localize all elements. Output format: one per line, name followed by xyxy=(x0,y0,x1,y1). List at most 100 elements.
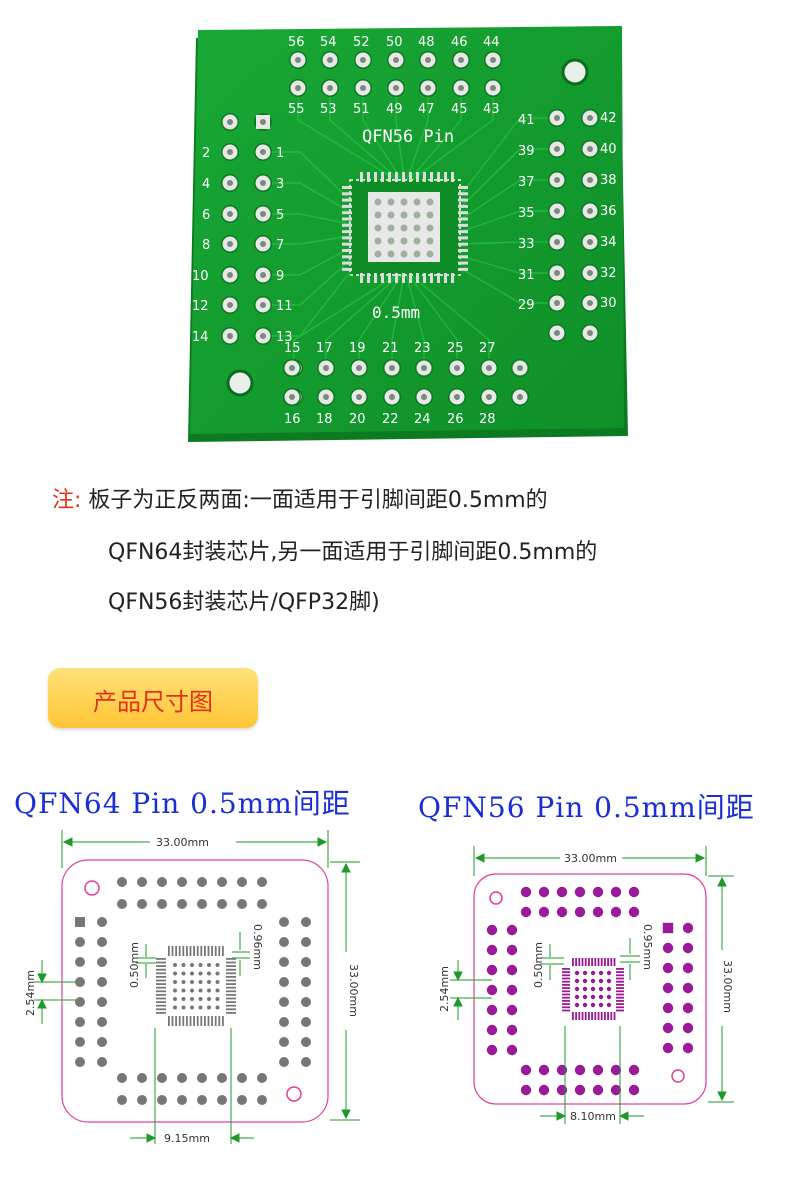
pad-dot xyxy=(486,924,498,936)
pad-dot xyxy=(538,1084,550,1096)
pad-dot xyxy=(177,1095,187,1105)
pad-dot xyxy=(279,1037,289,1047)
pad-dot xyxy=(628,1064,640,1076)
pad-dot xyxy=(301,937,311,947)
note-line-2: QFN64封装芯片,另一面适用于引脚间距0.5mm的 xyxy=(108,540,598,565)
pad-dot xyxy=(556,886,568,898)
pad-dot xyxy=(301,1017,311,1027)
bottom-lower-pin-label: 18 xyxy=(316,412,333,427)
bottom-lower-pin-label: 26 xyxy=(447,412,464,427)
pad-dot xyxy=(610,886,622,898)
pad-dot xyxy=(486,1024,498,1036)
qfn64-corner-hole-2 xyxy=(286,1086,302,1102)
pad-dot xyxy=(592,906,604,918)
pad-dot xyxy=(662,1022,674,1034)
second-pin-label: 51 xyxy=(353,102,370,117)
qfn56-pad-span-dimension xyxy=(540,1026,644,1124)
right-outer-pin-label: 32 xyxy=(600,266,617,281)
pad-dot xyxy=(628,906,640,918)
qfn56-height-label: 33.00mm xyxy=(721,960,734,1013)
pad-dot xyxy=(628,1084,640,1096)
pad-dot xyxy=(574,1064,586,1076)
pad-dot xyxy=(538,906,550,918)
right-inner-pin-label: 35 xyxy=(518,206,535,221)
pad-dot xyxy=(137,1095,147,1105)
right-outer-pin-label: 40 xyxy=(600,142,617,157)
pad-dot xyxy=(592,1084,604,1096)
bottom-upper-pin-label: 19 xyxy=(349,341,366,356)
pad-dot xyxy=(574,906,586,918)
pad-dot xyxy=(556,1084,568,1096)
bottom-upper-pin-label: 25 xyxy=(447,341,464,356)
qfn64-width-dimension xyxy=(61,830,329,868)
qfn56-pad-span-label: 8.10mm xyxy=(570,1110,616,1123)
bottom-lower-pin-label: 20 xyxy=(349,412,366,427)
pad-dot xyxy=(157,899,167,909)
pad-dot xyxy=(662,1002,674,1014)
pad-dot xyxy=(75,977,85,987)
left-outer-pin-label: 10 xyxy=(192,269,209,284)
pad-dot xyxy=(257,899,267,909)
right-outer-pin-label: 38 xyxy=(600,173,617,188)
qfn64-corner-hole-1 xyxy=(84,880,100,896)
right-inner-pin-label: 37 xyxy=(518,175,535,190)
pad-dot xyxy=(75,1037,85,1047)
pad-dot xyxy=(556,1064,568,1076)
second-pin-label: 53 xyxy=(320,102,337,117)
pad-dot xyxy=(217,1095,227,1105)
pad-dot xyxy=(574,1084,586,1096)
bottom-upper-pin-label: 15 xyxy=(284,341,301,356)
pad-dot xyxy=(217,899,227,909)
qfn56-width-dimension xyxy=(473,846,707,876)
pad-dot xyxy=(257,1073,267,1083)
right-outer-pin-label: 30 xyxy=(600,296,617,311)
left-outer-pin-label: 6 xyxy=(202,208,210,223)
pad-dot xyxy=(75,997,85,1007)
pad-dot xyxy=(682,1022,694,1034)
pad-dot xyxy=(486,1044,498,1056)
pad-dot xyxy=(177,877,187,887)
qfn56-pad-width-dimension xyxy=(620,938,640,980)
pad-dot xyxy=(279,997,289,1007)
pitch-label: 0.5mm xyxy=(372,303,420,322)
pad-dot xyxy=(486,1004,498,1016)
qfn56-pin-pitch-dimension xyxy=(540,944,564,980)
qfn56-dimension-diagram: 33.00mm 33.00mm 2.54mm 0.50mm 0.95mm 8.1… xyxy=(438,846,734,1124)
left-outer-pin-label: 8 xyxy=(202,238,210,253)
right-inner-pin-label: 41 xyxy=(518,113,535,128)
pad-dot xyxy=(237,1073,247,1083)
pad-dot xyxy=(301,917,311,927)
pcb-board-photo: 5655545352515049484746454443151617181920… xyxy=(188,26,628,442)
pad-dot xyxy=(301,1037,311,1047)
qfn56-corner-hole-1 xyxy=(489,891,503,905)
qfn56-pin-pitch-label: 0.50mm xyxy=(532,942,545,988)
left-outer-pin-label: 4 xyxy=(202,177,210,192)
chip-footprint xyxy=(342,172,468,283)
top-pin-label: 50 xyxy=(386,35,403,50)
qfn56-outline xyxy=(473,873,707,1105)
pad-dot xyxy=(301,957,311,967)
pad-dot xyxy=(237,1095,247,1105)
pad-dot xyxy=(257,1095,267,1105)
qfn56-corner-hole-2 xyxy=(671,1069,685,1083)
pad-dot xyxy=(197,899,207,909)
pad-dot xyxy=(157,1073,167,1083)
second-pin-label: 45 xyxy=(451,102,468,117)
pad-dot xyxy=(610,1084,622,1096)
pad-dot xyxy=(682,1042,694,1054)
pad-dot xyxy=(662,942,674,954)
dimension-section-label: 产品尺寸图 xyxy=(93,688,213,716)
pad-dot xyxy=(682,982,694,994)
pad-dot xyxy=(97,937,107,947)
qfn64-pin-pitch-label: 0.50mm xyxy=(128,942,141,988)
right-outer-pin-label: 36 xyxy=(600,204,617,219)
pad-dot xyxy=(682,1002,694,1014)
left-inner-pin-label: 3 xyxy=(276,177,284,192)
board-note: 注: 板子为正反两面:一面适用于引脚间距0.5mm的 QFN64封装芯片,另一面… xyxy=(0,470,790,620)
bottom-upper-pin-label: 23 xyxy=(414,341,431,356)
pad-dot xyxy=(117,899,127,909)
qfn64-pad-span-dimension xyxy=(130,1028,254,1144)
bottom-lower-pin-label: 24 xyxy=(414,412,431,427)
second-pin-label: 49 xyxy=(386,102,403,117)
qfn56-height-dimension xyxy=(708,875,734,1103)
